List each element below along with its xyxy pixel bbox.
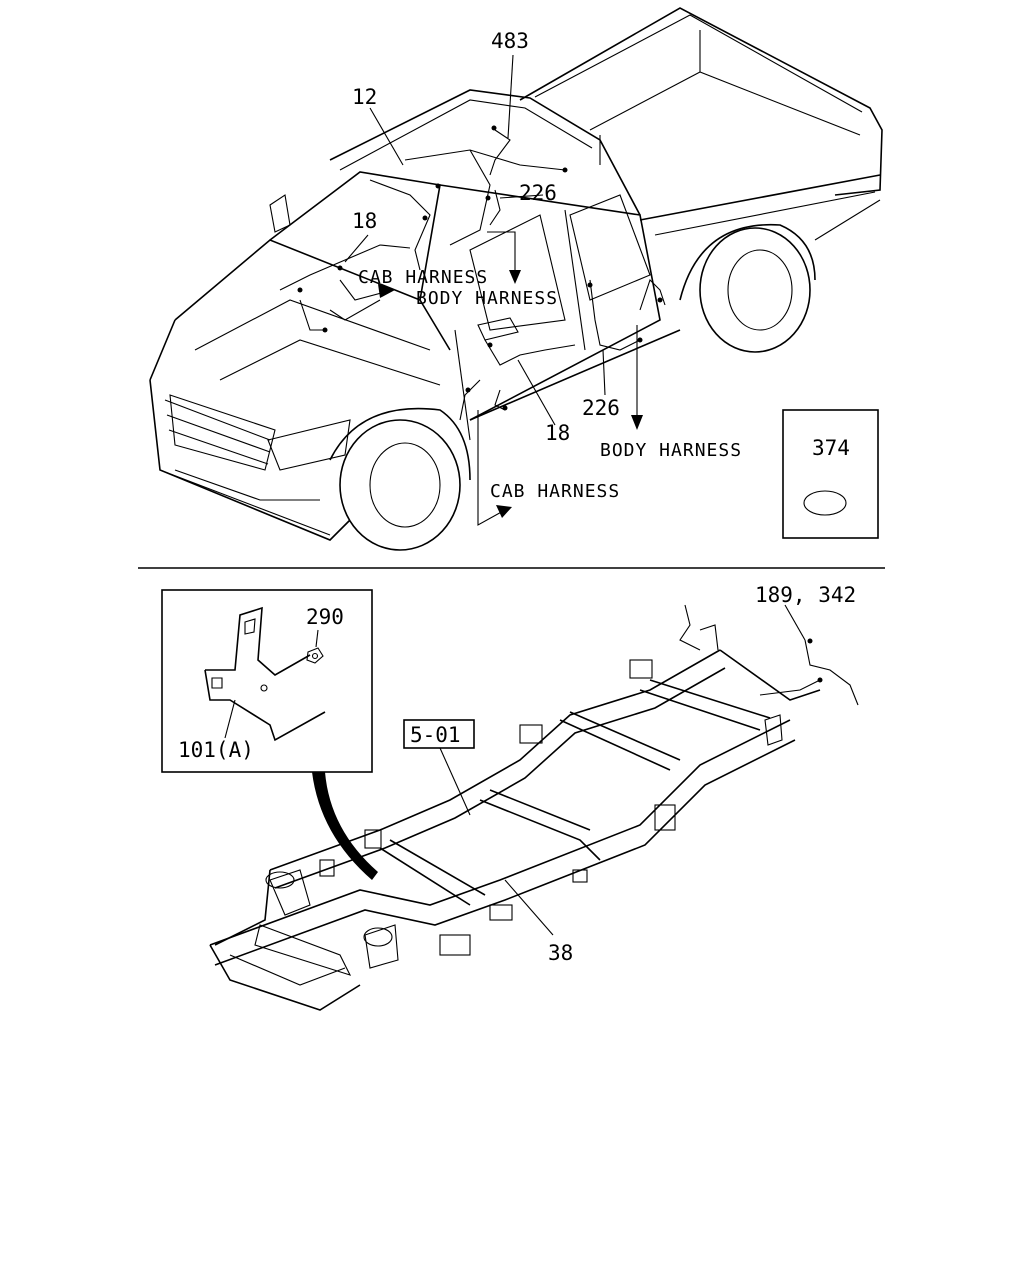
cab-harness-label-top: CAB HARNESS bbox=[358, 267, 488, 288]
callout-483: 483 bbox=[491, 29, 529, 53]
callout-12: 12 bbox=[352, 85, 377, 109]
callout-226-top: 226 bbox=[519, 181, 557, 205]
callout-101a: 101(A) bbox=[178, 738, 254, 762]
wiring-harness-lines bbox=[279, 125, 666, 421]
callout-38: 38 bbox=[548, 941, 573, 965]
bracket-inset-box bbox=[161, 589, 373, 773]
callout-189-342: 189, 342 bbox=[755, 583, 856, 607]
inset-pointer-arrow bbox=[312, 772, 378, 880]
callout-290: 290 bbox=[306, 605, 344, 629]
pickup-truck-illustration bbox=[149, 7, 883, 551]
reference-5-01-box bbox=[403, 719, 475, 749]
callout-226-bottom: 226 bbox=[582, 396, 620, 420]
chassis-frame-illustration bbox=[209, 604, 859, 1011]
callout-374: 374 bbox=[812, 436, 850, 460]
callout-374-box bbox=[782, 409, 879, 539]
top-leader-lines bbox=[339, 54, 643, 526]
callout-18-top: 18 bbox=[352, 209, 377, 233]
bottom-leader-lines bbox=[439, 604, 806, 936]
callout-5-01: 5-01 bbox=[410, 723, 461, 747]
body-harness-label-top: BODY HARNESS bbox=[416, 288, 558, 309]
body-harness-label-right: BODY HARNESS bbox=[600, 440, 742, 461]
cab-harness-label-bottom: CAB HARNESS bbox=[490, 481, 620, 502]
callout-18-bottom: 18 bbox=[545, 421, 570, 445]
